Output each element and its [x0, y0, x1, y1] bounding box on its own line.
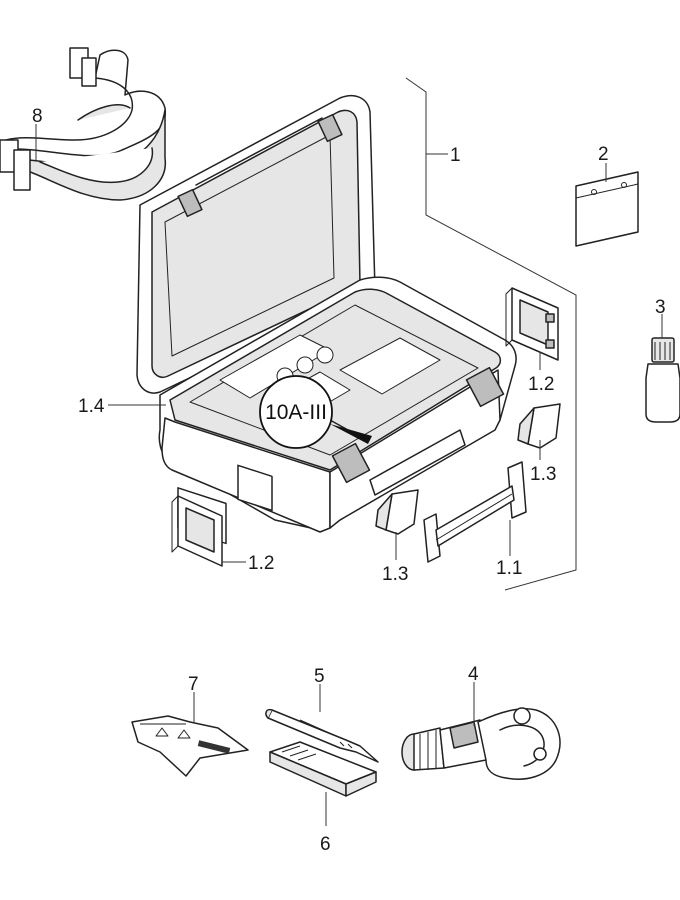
latch-part-left: [375, 489, 419, 535]
instruction-sheet-part: [131, 715, 249, 777]
callout-5: 5: [314, 666, 325, 687]
callout-3: 3: [655, 297, 666, 318]
callout-1-3-right: 1.3: [530, 464, 556, 485]
handle-part: [423, 461, 527, 563]
latch-part-right: [517, 403, 561, 449]
callout-1-2-lower: 1.2: [248, 553, 274, 574]
callout-8: 8: [32, 106, 43, 127]
oil-bottle-part: [645, 337, 680, 423]
callout-1-3-left: 1.3: [382, 564, 408, 585]
label-holder-part-lower: [171, 495, 223, 567]
callout-2: 2: [598, 144, 609, 165]
label-holder-part-upper: [505, 287, 559, 361]
callout-1-2-upper: 1.2: [528, 374, 554, 395]
pipe-cutter-part: [401, 707, 561, 780]
callout-7: 7: [188, 674, 199, 695]
model-badge: 10A-III: [259, 375, 372, 449]
tool-case-part: [136, 94, 517, 545]
leader-lines: [35, 124, 663, 826]
callout-labels: 8 1 2 3 1.2 1.4 1.3 1.2 1.3 1.1 7 5 4 6: [32, 106, 666, 855]
carrying-strap-part: [0, 47, 166, 201]
callout-1: 1: [450, 145, 461, 166]
callout-1-1: 1.1: [496, 558, 522, 579]
group-bracket-1: [405, 77, 577, 591]
callout-1-4: 1.4: [78, 396, 105, 417]
marker-pen-part: [265, 708, 379, 763]
callout-6: 6: [320, 834, 331, 855]
marker-box-part: [269, 741, 377, 797]
callout-4: 4: [468, 664, 479, 685]
model-badge-text: 10A-III: [265, 401, 327, 424]
label-card-part: [575, 171, 639, 247]
